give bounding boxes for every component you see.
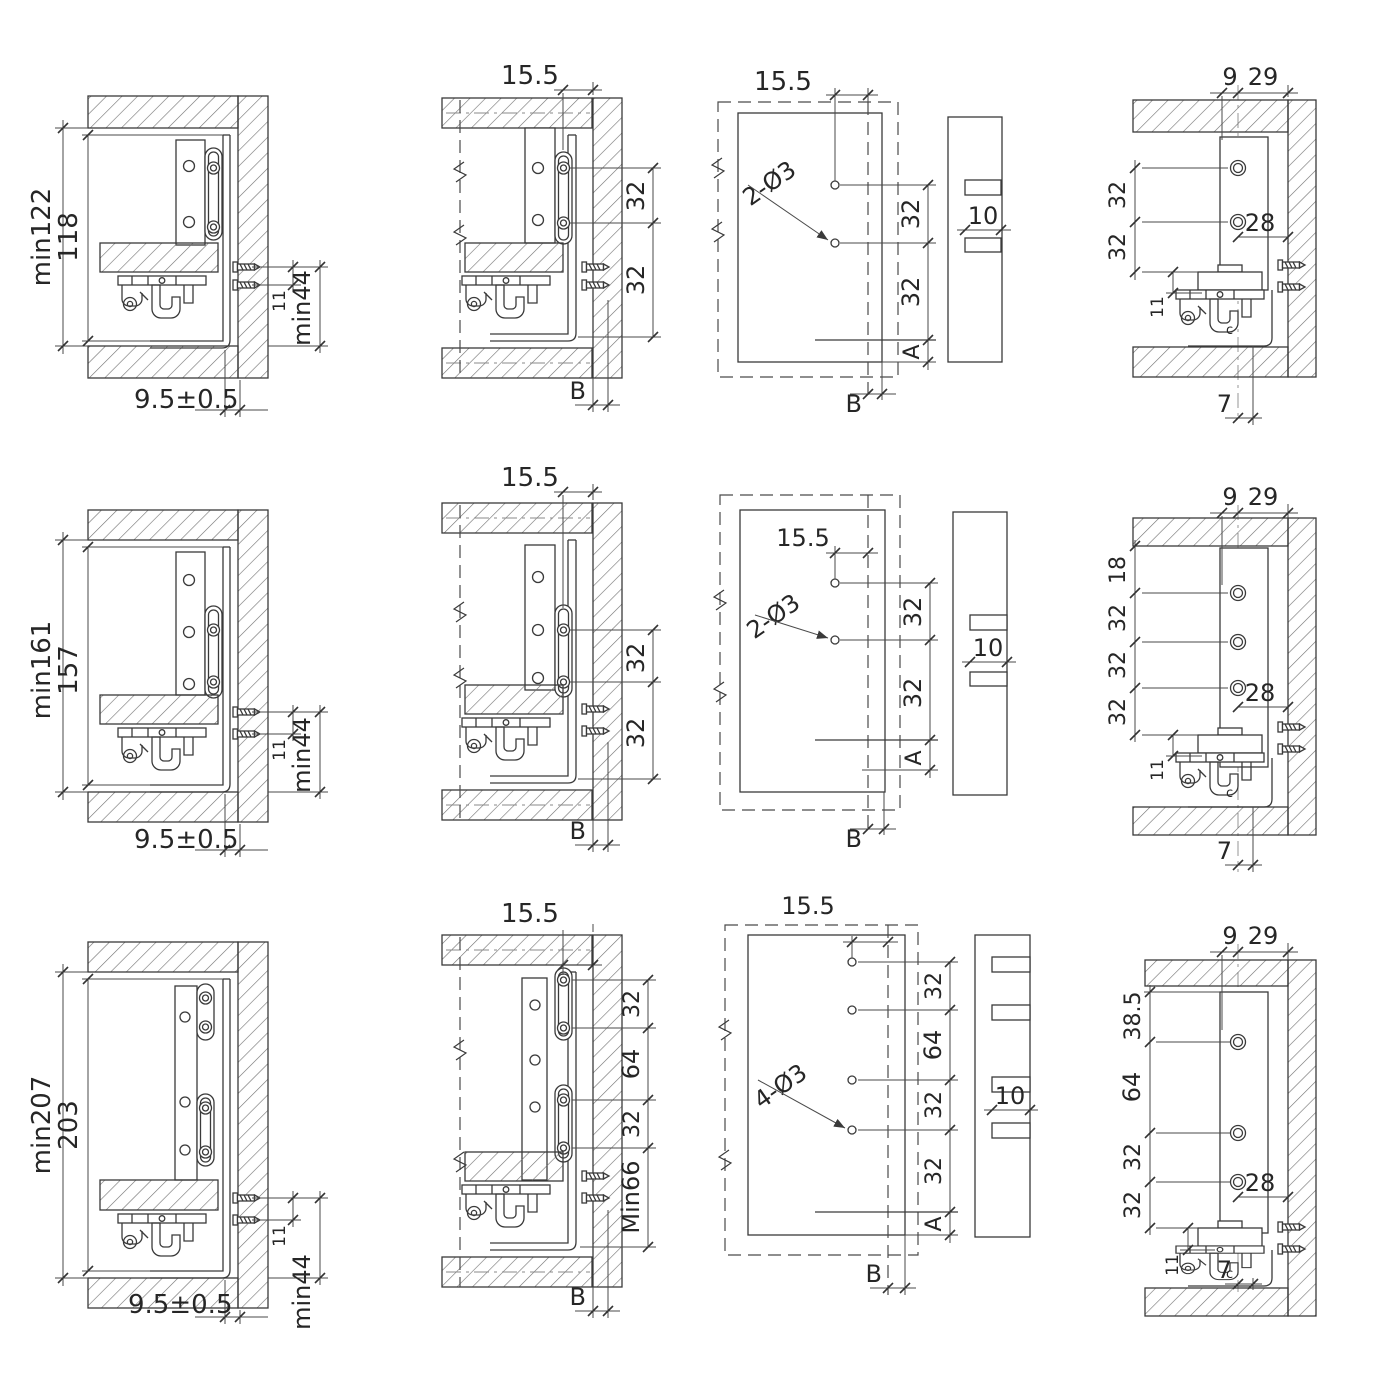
drawing-r1c4-rear-section: c 9 29 32 32 11 28 7: [1106, 63, 1317, 425]
dim-pitch-3: 32: [1121, 1191, 1146, 1219]
dim-pitch-1: 32: [620, 990, 645, 1018]
dim-pitch-1: 32: [1106, 604, 1131, 632]
ref-b: B: [846, 390, 862, 418]
dim-pitch-1: 32: [899, 597, 927, 628]
clip-label: c: [1226, 786, 1233, 801]
dim-bottom-offset: 9.5±0.5: [134, 385, 238, 415]
dim-slot-width: 10: [968, 202, 999, 230]
drawing-r2c3-drilling-template: 15.5 2-Ø3 32 32 A B 10: [713, 494, 1016, 853]
ref-b: B: [570, 1283, 586, 1311]
dim-screw-spacing: 11: [1148, 296, 1168, 318]
dim-bottom-offset: 9.5±0.5: [134, 825, 238, 855]
dim-pitch-2: 32: [1106, 651, 1131, 679]
dim-pitch-1: 64: [1118, 1072, 1146, 1103]
dim-min-height: Min66: [617, 1160, 645, 1233]
drawing-r1c2-side-section-cut: 15.5 32 32 B: [441, 61, 661, 412]
dim-inner-height: 203: [54, 1100, 84, 1150]
dim-pitch-2: 64: [617, 1049, 645, 1080]
dim-pitch-2: 32: [622, 265, 650, 296]
dim-pitch-2: 32: [897, 277, 925, 308]
drawing-r3c3-drilling-template: 15.5 4-Ø3 32 64 32 32 A B 10: [718, 892, 1038, 1295]
dim-pitch-2: 32: [1106, 233, 1131, 261]
dim-screw-spacing: 11: [1148, 759, 1168, 781]
dim-pitch-1: 32: [622, 181, 650, 212]
dim-slot-width: 10: [995, 1082, 1026, 1110]
dim-offset-2: 29: [1248, 922, 1279, 950]
dim-top-offset: 15.5: [501, 463, 559, 493]
dim-pitch-1: 32: [922, 972, 947, 1000]
dim-top-gap: 18: [1106, 556, 1131, 584]
dim-top-gap: 38.5: [1121, 992, 1146, 1041]
dim-pitch-4: 32: [922, 1157, 947, 1185]
dim-screw-spacing: 11: [1163, 1254, 1183, 1276]
dim-screw-spacing: 11: [270, 739, 290, 761]
dim-top-offset: 15.5: [781, 892, 834, 920]
dim-bottom-offset: 9.5±0.5: [128, 1290, 232, 1320]
ref-a: A: [902, 750, 927, 765]
dim-min-clearance: min44: [288, 717, 316, 793]
dim-pitch-2: 32: [899, 678, 927, 709]
dim-offset-2: 29: [1248, 483, 1279, 511]
ref-b: B: [866, 1260, 882, 1288]
dim-bottom-offset: 7: [1217, 837, 1232, 865]
ref-a: A: [900, 344, 925, 359]
dim-back-offset: 28: [1245, 1169, 1276, 1197]
drawing-r2c4-rear-section: c 9 29 18 32 32 32 11 28 7: [1106, 483, 1317, 872]
dim-offset-1: 9: [1222, 922, 1237, 950]
clip-label: c: [1226, 323, 1233, 338]
drawing-r3c2-side-section-cut: 15.5 32 64 32 Min66 B: [441, 899, 656, 1318]
dim-pitch-2: 32: [622, 718, 650, 749]
dim-top-offset: 15.5: [776, 524, 829, 552]
ref-a: A: [922, 1216, 947, 1231]
dim-inner-height: 118: [54, 212, 84, 262]
dim-outer-height: min161: [27, 621, 57, 720]
dim-pitch-3: 32: [922, 1091, 947, 1119]
dim-outer-height: min207: [27, 1076, 57, 1175]
dim-bottom-offset: 7: [1217, 390, 1232, 418]
dim-inner-height: 157: [54, 645, 84, 695]
dim-screw-spacing: 11: [270, 290, 290, 312]
dim-top-offset: 15.5: [501, 899, 559, 929]
dim-pitch-2: 32: [1121, 1143, 1146, 1171]
dim-back-offset: 28: [1245, 679, 1276, 707]
ref-b: B: [570, 817, 586, 845]
dim-offset-1: 9: [1222, 483, 1237, 511]
drawing-r3c1-side-section: min207 203 11 min44 9.5±0.5: [27, 941, 328, 1330]
ref-b: B: [846, 825, 862, 853]
dim-pitch-1: 32: [1106, 181, 1131, 209]
dim-outer-height: min122: [27, 188, 57, 287]
clip-label: c: [1226, 1267, 1233, 1282]
dim-offset-1: 9: [1222, 63, 1237, 91]
ref-b: B: [570, 377, 586, 405]
dim-slot-width: 10: [973, 634, 1004, 662]
drawing-r2c1-side-section: min161 157 11 min44 9.5±0.5: [27, 509, 328, 857]
drawing-r3c4-rear-section: c 9 29 38.5 64 32 32 11 28 7: [1118, 922, 1317, 1317]
dim-bottom-offset: 7: [1217, 1256, 1232, 1284]
drawing-r1c3-drilling-template: 15.5 2-Ø3 32 32 A B 10: [711, 67, 1011, 418]
dim-min-clearance: min44: [288, 1254, 316, 1330]
dim-screw-spacing: 11: [270, 1225, 290, 1247]
dim-top-offset: 15.5: [754, 67, 812, 97]
dim-pitch-1: 32: [622, 643, 650, 674]
dim-back-offset: 28: [1245, 209, 1276, 237]
dim-offset-2: 29: [1248, 63, 1279, 91]
dim-min-clearance: min44: [288, 270, 316, 346]
dim-pitch-3: 32: [620, 1110, 645, 1138]
dim-pitch-3: 32: [1106, 698, 1131, 726]
drawing-r2c2-side-section-cut: 15.5 32 32 B: [441, 463, 661, 852]
dim-top-offset: 15.5: [501, 61, 559, 91]
dim-pitch-2: 64: [919, 1030, 947, 1061]
dim-pitch-1: 32: [897, 199, 925, 230]
drawing-r1c1-side-section: min122 118 11 min44 9.5±0.5: [27, 95, 328, 417]
